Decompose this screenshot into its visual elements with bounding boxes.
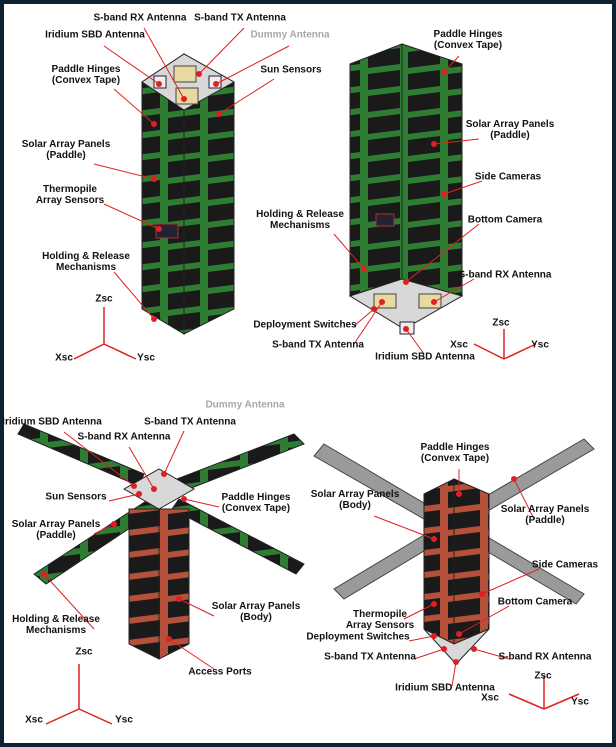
label-paddle-hinges: Paddle Hinges (Convex Tape) [51,64,121,86]
label-thermopile-array-sensors: Thermopile Array Sensors [345,609,415,631]
axis-y-label: Ysc [571,696,589,708]
label-sband-rx-antenna: S-band RX Antenna [458,269,552,281]
label-deployment-switches: Deployment Switches [306,631,410,643]
label-sband-rx-antenna: S-band RX Antenna [93,12,187,24]
label-paddle-hinges: Paddle Hinges (Convex Tape) [221,492,291,514]
label-sband-tx-antenna: S-band TX Antenna [272,339,364,351]
deployed-satellite-top-view [17,423,305,660]
axis-x-label: Xsc [481,692,499,704]
label-solar-array-paddle: Solar Array Panels (Paddle) [465,119,555,141]
label-sun-sensors: Sun Sensors [45,491,107,503]
label-sband-rx-antenna: S-band RX Antenna [77,431,171,443]
label-iridium-sbd-antenna: Iridium SBD Antenna [45,29,145,41]
label-sband-tx-antenna: S-band TX Antenna [194,12,286,24]
deployed-satellite-bottom-view [313,438,595,665]
label-solar-array-paddle: Solar Array Panels (Paddle) [500,504,590,526]
axis-y-label: Ysc [115,714,133,726]
diagram-canvas: S-band RX Antenna S-band TX Antenna Irid… [2,4,612,743]
axis-z-label: Zsc [95,293,113,305]
label-dummy-antenna: Dummy Antenna [250,29,330,41]
label-side-cameras: Side Cameras [531,559,599,571]
label-side-cameras: Side Cameras [474,171,542,183]
label-iridium-sbd-antenna: Iridium SBD Antenna [395,682,495,694]
axis-z-label: Zsc [492,317,510,329]
label-iridium-sbd-antenna: Iridium SBD Antenna [2,416,102,428]
label-bottom-camera: Bottom Camera [467,214,543,226]
axis-triads [45,307,580,725]
cubesat-illustrations [17,27,595,725]
label-sband-tx-antenna: S-band TX Antenna [324,651,416,663]
label-solar-array-body: Solar Array Panels (Body) [310,489,400,511]
axis-x-label: Xsc [55,352,73,364]
label-dummy-antenna: Dummy Antenna [205,399,285,411]
label-holding-release: Holding & Release Mechanisms [42,251,130,273]
axis-x-label: Xsc [25,714,43,726]
leader-lines [41,27,540,687]
axis-x-label: Xsc [450,339,468,351]
label-paddle-hinges: Paddle Hinges (Convex Tape) [420,442,490,464]
label-holding-release: Holding & Release Mechanisms [256,209,344,231]
axis-y-label: Ysc [531,339,549,351]
label-thermopile-array-sensors: Thermopile Array Sensors [35,184,105,206]
label-solar-array-paddle: Solar Array Panels (Paddle) [11,519,101,541]
axis-z-label: Zsc [534,670,552,682]
axis-y-label: Ysc [137,352,155,364]
label-holding-release: Holding & Release Mechanisms [12,614,100,636]
label-paddle-hinges: Paddle Hinges (Convex Tape) [433,29,503,51]
stowed-satellite-top-view [141,53,236,335]
label-deployment-switches: Deployment Switches [253,319,357,331]
label-solar-array-paddle: Solar Array Panels (Paddle) [21,139,111,161]
axis-z-label: Zsc [75,646,93,658]
stowed-satellite-bottom-view [348,43,464,335]
label-sband-rx-antenna: S-band RX Antenna [498,651,592,663]
label-access-ports: Access Ports [188,666,252,678]
label-solar-array-body: Solar Array Panels (Body) [211,601,301,623]
label-iridium-sbd-antenna: Iridium SBD Antenna [375,351,475,363]
label-sun-sensors: Sun Sensors [260,64,322,76]
label-bottom-camera: Bottom Camera [497,596,573,608]
label-sband-tx-antenna: S-band TX Antenna [144,416,236,428]
